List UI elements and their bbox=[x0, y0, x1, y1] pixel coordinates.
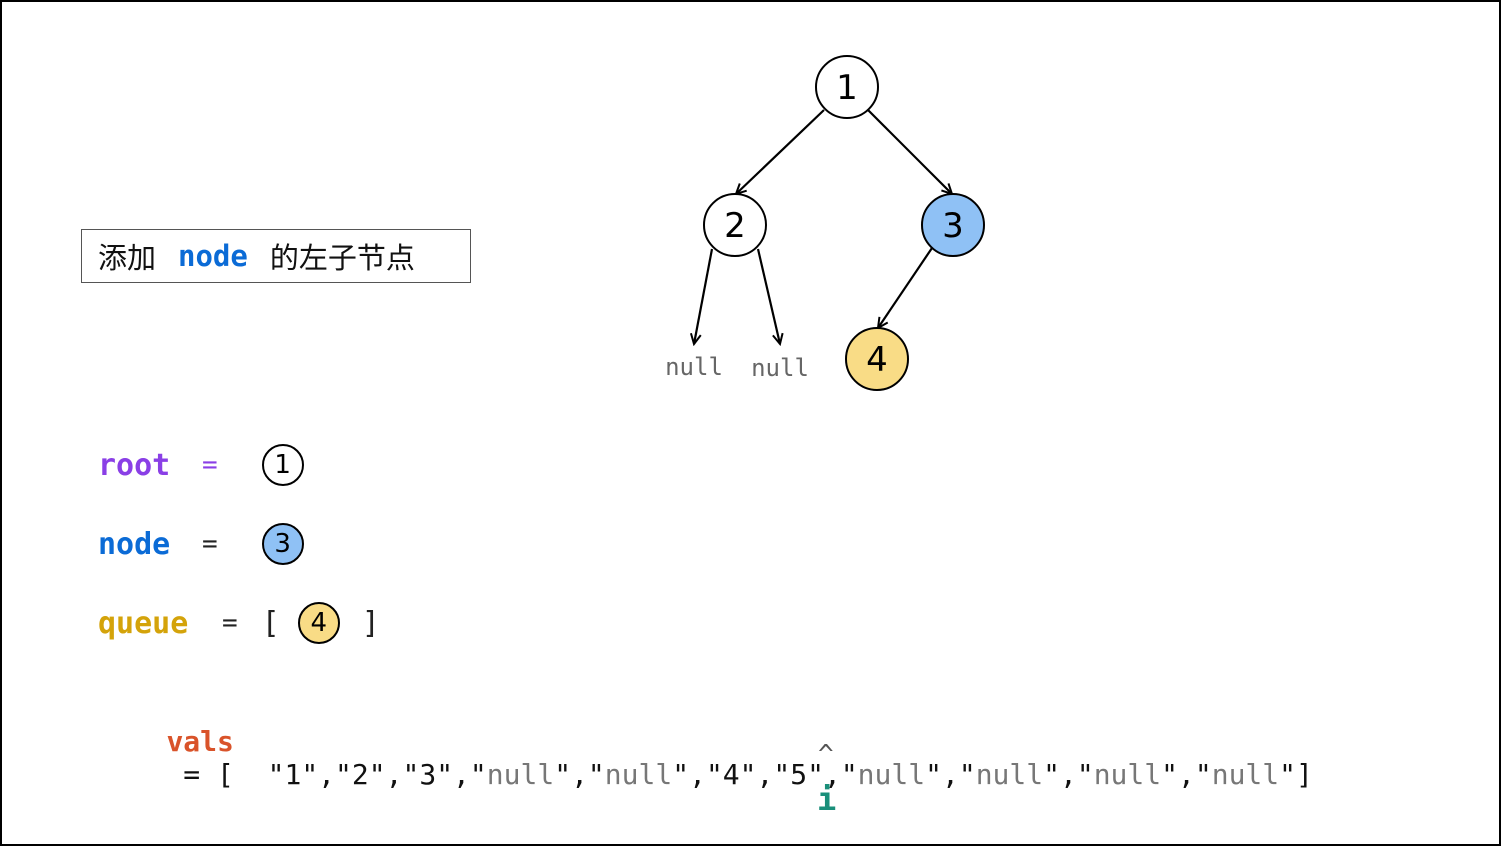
var-node-value-node: 3 bbox=[261, 523, 304, 565]
vals-item: 2 bbox=[351, 758, 369, 791]
null-label-right: null bbox=[751, 354, 809, 382]
null-label-left: null bbox=[665, 353, 723, 381]
var-queue-eq: = bbox=[222, 608, 238, 638]
edge-2-null-right bbox=[756, 248, 780, 344]
edge-1-2 bbox=[736, 109, 825, 194]
edge-1-3 bbox=[867, 109, 952, 194]
vals-item: null bbox=[857, 758, 926, 791]
tree-node-4-label: 4 bbox=[866, 340, 888, 380]
var-node-line: node = 3 bbox=[98, 523, 304, 565]
tree-node-2: 2 bbox=[703, 193, 767, 257]
var-queue-item-node: 4 bbox=[297, 602, 340, 644]
var-queue-line: queue = [ 4 ] bbox=[98, 602, 380, 644]
var-root-value-node: 1 bbox=[261, 444, 304, 486]
vals-item: 4 bbox=[722, 758, 740, 791]
pointer-i-label: i bbox=[817, 780, 837, 818]
step-caption: 添加 node 的左子节点 bbox=[81, 229, 471, 283]
edge-2-null-left bbox=[694, 248, 714, 344]
vals-open-bracket: [ bbox=[217, 758, 234, 791]
pointer-caret: ^ bbox=[818, 740, 834, 770]
vals-item: 3 bbox=[419, 758, 437, 791]
tree-node-2-label: 2 bbox=[724, 206, 746, 246]
var-node-eq: = bbox=[202, 529, 218, 559]
vals-items: "1","2","3","null","null","4","5","null"… bbox=[267, 758, 1297, 791]
vals-item: null bbox=[486, 758, 555, 791]
tree-node-1-label: 1 bbox=[836, 68, 858, 108]
vals-item: null bbox=[1093, 758, 1162, 791]
vals-item: 1 bbox=[284, 758, 302, 791]
vals-item: null bbox=[1211, 758, 1280, 791]
var-queue-close-bracket: ] bbox=[361, 605, 380, 641]
caption-keyword: node bbox=[178, 239, 248, 273]
vals-item: null bbox=[604, 758, 673, 791]
vals-eq: = bbox=[183, 758, 201, 791]
var-root-name: root bbox=[98, 447, 171, 483]
vals-array-line: vals = [ "1","2","3","null","null","4","… bbox=[99, 692, 1313, 824]
vals-item: 5 bbox=[790, 758, 808, 791]
tree-node-1: 1 bbox=[815, 55, 879, 119]
tree-node-3-label: 3 bbox=[942, 206, 964, 246]
vals-name: vals bbox=[166, 725, 234, 758]
vals-item: null bbox=[975, 758, 1044, 791]
var-root-line: root = 1 bbox=[98, 444, 304, 486]
var-node-name: node bbox=[98, 526, 171, 562]
var-root-eq: = bbox=[202, 450, 218, 480]
var-queue-name: queue bbox=[98, 605, 189, 641]
edge-3-4 bbox=[878, 247, 933, 328]
caption-prefix: 添加 bbox=[98, 241, 157, 275]
var-queue-open-bracket: [ bbox=[261, 605, 280, 641]
tree-node-4: 4 bbox=[845, 327, 909, 391]
caption-suffix: 的左子节点 bbox=[269, 241, 415, 275]
vals-close-bracket: ] bbox=[1296, 758, 1313, 791]
tree-node-3: 3 bbox=[921, 193, 985, 257]
